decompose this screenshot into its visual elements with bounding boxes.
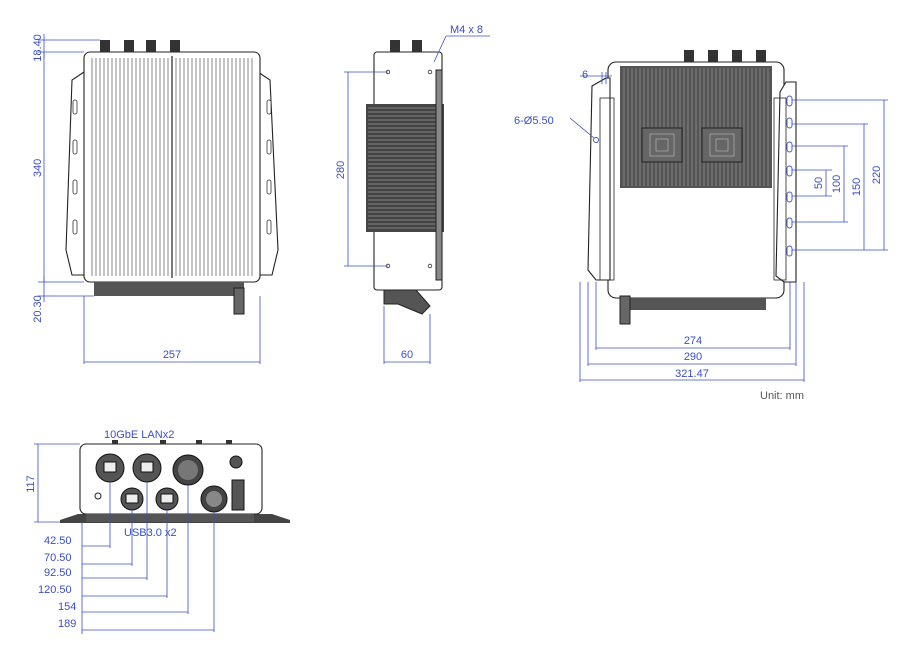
rear-fans <box>641 127 743 163</box>
rear-dim-hole-100: 100 <box>831 175 843 193</box>
side-dim-depth: 60 <box>401 349 413 361</box>
rear-dim-hole-220: 220 <box>871 166 883 184</box>
side-dim-screw: M4 x 8 <box>450 24 483 36</box>
io-dim-42: 42.50 <box>44 535 72 547</box>
front-dim-height: 340 <box>32 159 44 177</box>
io-bottom-fins <box>86 514 254 522</box>
front-heatsink-fins <box>91 58 253 276</box>
io-top-vents <box>112 440 232 444</box>
io-ports <box>94 453 245 513</box>
io-dim-70: 70.50 <box>44 552 72 564</box>
io-usb-label: USB3.0 x2 <box>124 527 177 539</box>
rear-heatsink-fins <box>623 68 769 186</box>
front-bracket-slots <box>72 99 272 235</box>
rear-dim-hole-50: 50 <box>813 177 825 189</box>
io-dim-189: 189 <box>58 618 76 630</box>
side-heatsink-fins <box>368 107 442 229</box>
rear-view: 6 6-Ø5.50 50 100 150 220 274 290 321.47 … <box>514 50 888 402</box>
rear-bottom-connectors <box>626 298 766 310</box>
rear-dim-290: 290 <box>684 351 702 363</box>
rear-left-bracket <box>587 77 611 281</box>
rear-dim-321: 321.47 <box>675 368 709 380</box>
side-dim-height: 280 <box>335 161 347 179</box>
io-dim-120: 120.50 <box>38 584 72 596</box>
io-view: 10GbE LANx2 USB3.0 x2 117 42.50 70.50 92… <box>25 429 290 634</box>
io-dim-92: 92.50 <box>44 567 72 579</box>
rear-dim-bracket: 6 <box>582 69 588 81</box>
front-dim-width: 257 <box>163 349 181 361</box>
front-view: 18.40 340 20.30 257 <box>32 34 279 364</box>
front-dim-top-connector: 18.40 <box>32 34 44 62</box>
side-view: M4 x 8 280 60 <box>335 24 490 364</box>
front-dim-bottom-connector: 20.30 <box>32 295 44 323</box>
rear-mount-holes <box>593 95 793 257</box>
side-mount-holes <box>385 69 433 269</box>
io-dim-154: 154 <box>58 601 76 613</box>
front-top-connectors <box>100 40 180 52</box>
rear-dim-hole-150: 150 <box>851 178 863 196</box>
rear-top-connectors <box>684 50 766 62</box>
io-lan-label: 10GbE LANx2 <box>104 429 174 441</box>
front-cable-plug <box>233 287 245 315</box>
side-bottom-connector <box>383 289 431 315</box>
rear-dim-holes: 6-Ø5.50 <box>514 115 554 127</box>
rear-dim-274: 274 <box>684 335 702 347</box>
front-bottom-connectors <box>94 282 244 296</box>
unit-note: Unit: mm <box>760 390 804 402</box>
side-top-connectors <box>390 40 422 52</box>
io-dim-height: 117 <box>25 475 37 493</box>
